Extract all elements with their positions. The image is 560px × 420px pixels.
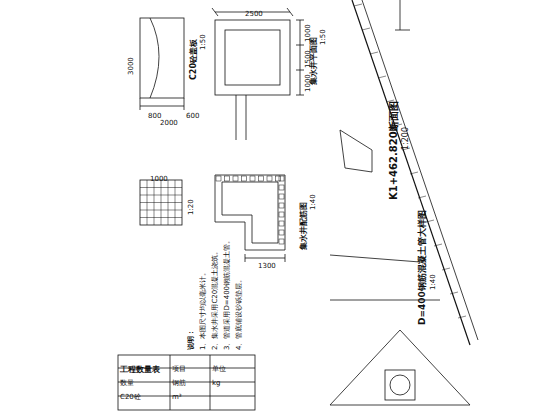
dimension-text: 2000 <box>160 120 178 128</box>
note-text: K1+462.820断面图 <box>388 101 399 200</box>
dimension-text: 1000 <box>305 24 313 42</box>
dimension-text: 2500 <box>245 11 263 19</box>
note-text: 工程数量表 <box>120 366 160 375</box>
dimension-text: 1:20 <box>188 199 196 215</box>
dimension-text: 1:50 <box>200 34 208 50</box>
dimension-text: 1:200 <box>402 127 411 150</box>
note-text: 4、管底铺设砂砾垫层。 <box>236 276 244 350</box>
note-text: kg <box>212 380 221 388</box>
note-text: 1、本图尺寸均以毫米计。 <box>200 269 208 350</box>
dimension-text: 1:50 <box>320 29 328 45</box>
dimension-text: 600 <box>186 113 199 121</box>
dimension-text: 3000 <box>128 57 136 75</box>
note-text: 2、集水井采用C20混凝土浇筑。 <box>212 248 220 350</box>
note-text: 单位 <box>212 366 226 374</box>
note-text: C20砼 <box>120 394 141 402</box>
note-text: C20砼盖板 <box>190 39 199 80</box>
dimension-text: 1000 <box>305 74 313 92</box>
note-text: 集水井配筋图 <box>300 202 309 250</box>
dimension-text: 1:40 <box>310 194 318 210</box>
dimension-text: 1500 <box>305 50 313 68</box>
dimension-text: 1:40 <box>430 274 438 290</box>
dimension-text: 1000 <box>150 176 168 184</box>
note-text: 项目 <box>172 366 186 374</box>
note-text: m³ <box>172 394 182 402</box>
dimension-text: 800 <box>148 113 161 121</box>
note-text: 3、管道采用D=400钢筋混凝土管。 <box>224 237 232 350</box>
note-text: D=400钢筋混凝土管大样图 <box>418 210 428 325</box>
note-text: 数量 <box>120 380 134 388</box>
dimension-text: 1300 <box>258 263 276 271</box>
note-text: 说明： <box>188 329 196 350</box>
note-text: 钢筋 <box>172 380 186 388</box>
